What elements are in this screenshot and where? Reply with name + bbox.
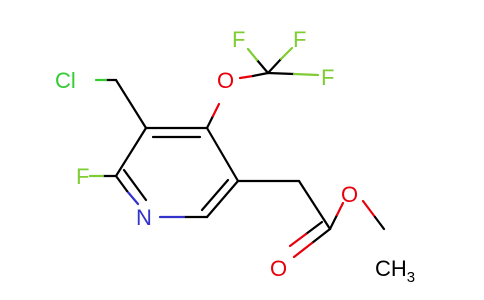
bond-cco-o-b <box>292 241 314 259</box>
bond-oester-ch3-a <box>361 199 377 219</box>
bond-cf3-f2-a <box>266 57 283 75</box>
bond-n-c2-a <box>125 189 140 206</box>
atom-label-o-ester: O <box>341 182 358 207</box>
bond-c3-ch2 <box>114 78 148 130</box>
atom-label-f1: F <box>232 27 245 52</box>
bond-c4-o-a <box>205 114 215 130</box>
bond-c5-c6 <box>205 179 240 219</box>
bond-ch2-cco <box>297 179 332 231</box>
atom-label-n-ring: N <box>136 205 152 230</box>
atom-label-o-carbonyl: O <box>270 256 287 281</box>
bond-n-c2-double <box>122 168 148 202</box>
atom-label-cl: Cl <box>55 68 76 93</box>
atom-label-ch3-subscript: 3 <box>407 269 415 286</box>
bond-cco-oester-a <box>328 213 339 231</box>
bond-cco-oester-b <box>335 201 345 217</box>
bond-cf3-f3-a <box>266 71 296 76</box>
bond-c4-o-b <box>211 102 221 118</box>
bond-n-c2-b <box>114 174 129 193</box>
atom-label-f2: F <box>293 27 306 52</box>
atom-label-ch3-c: CH <box>375 256 407 281</box>
atom-label-f3: F <box>321 65 334 90</box>
bond-oester-ch3-b <box>373 215 386 231</box>
bond-c5-c6-double <box>200 178 230 212</box>
bond-cco-o-double-b <box>288 232 308 248</box>
atom-label-o-ether: O <box>217 68 234 93</box>
bond-cco-o-a <box>310 227 332 245</box>
bond-o-cf3-a <box>238 74 255 80</box>
bond-o-cf3-b <box>251 71 270 78</box>
bond-cf3-f1-a <box>255 58 270 75</box>
bond-c2-c3 <box>114 126 148 178</box>
atom-label-f-ring: F <box>76 164 89 189</box>
bond-cf3-f2-b <box>279 46 294 61</box>
bond-c4-c5 <box>205 126 240 183</box>
bond-cf3-f3-b <box>292 72 320 77</box>
bond-cco-o-double-a <box>304 220 324 236</box>
bond-cf3-f1-b <box>246 47 259 62</box>
atom-label-ch3: CH3 <box>375 256 415 286</box>
